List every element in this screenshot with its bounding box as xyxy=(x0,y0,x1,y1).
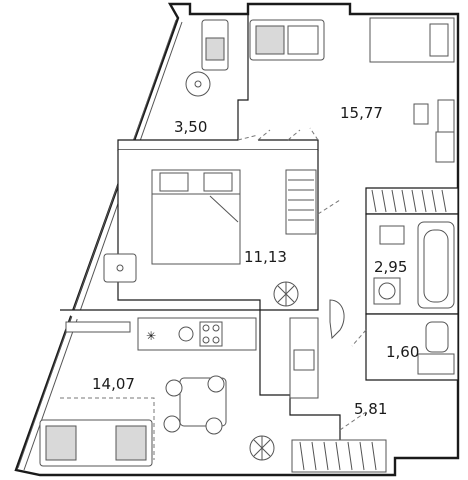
balcony-table-dot xyxy=(194,80,202,88)
entrance-door xyxy=(339,411,367,431)
washing-machine-drum xyxy=(378,282,396,300)
sofa-top-seat-right xyxy=(287,25,319,55)
dining-chair-bottom-left xyxy=(163,415,181,433)
bed-top-right-pillow xyxy=(429,23,449,57)
toilet-tank xyxy=(425,321,449,353)
sofa-top-seat-left xyxy=(255,25,285,55)
door-bedroom-large xyxy=(287,127,319,141)
bed-blanket-fold xyxy=(209,195,239,223)
radiator-hatch xyxy=(299,441,377,471)
storage-hatch xyxy=(371,189,447,213)
kitchen-column-box xyxy=(293,349,315,371)
rug xyxy=(60,397,155,460)
kitchen-hob xyxy=(199,321,223,347)
room-area-toilet: 1,60 xyxy=(386,343,419,361)
double-bed xyxy=(151,193,241,265)
living-plant-leaves xyxy=(253,436,271,460)
door-balcony xyxy=(237,129,271,141)
room-area-bathroom: 2,95 xyxy=(374,258,407,276)
hob-burner-1 xyxy=(202,324,210,332)
room-area-bedroom-large: 15,77 xyxy=(340,104,383,122)
radiator xyxy=(291,439,387,473)
tv-stand xyxy=(65,321,131,333)
desk-chair xyxy=(413,103,429,125)
dining-chair-top-right xyxy=(207,375,225,393)
fridge-icon: ✳ xyxy=(146,329,156,343)
hall-plant-leaves xyxy=(277,282,295,306)
nightstand-knob xyxy=(116,264,124,272)
toilet-base xyxy=(417,353,455,375)
wardrobe-top xyxy=(435,131,455,163)
balcony-chair-seat xyxy=(205,37,225,61)
hob-burner-4 xyxy=(212,336,220,344)
hob-burner-2 xyxy=(212,324,220,332)
room-area-bedroom: 11,13 xyxy=(244,248,287,266)
living-sofa-seat-right xyxy=(115,425,147,461)
door-bedroom xyxy=(317,199,341,215)
living-sofa-seat-left xyxy=(45,425,77,461)
balcony-wall xyxy=(117,14,319,151)
dining-chair-top xyxy=(165,379,183,397)
bed-pillow-right xyxy=(203,172,233,192)
door-toilet xyxy=(351,329,367,347)
bed-pillow-left xyxy=(159,172,189,192)
dining-chair-bottom-right xyxy=(205,417,223,435)
window-strip-left xyxy=(17,19,183,471)
decor-figure xyxy=(329,299,345,340)
room-area-balcony: 3,50 xyxy=(174,118,207,136)
kitchen-sink-bowl xyxy=(178,326,194,342)
room-area-hallway: 5,81 xyxy=(354,400,387,418)
hob-burner-3 xyxy=(202,336,210,344)
wardrobe-bedroom-hatch xyxy=(288,179,314,221)
room-area-kitchen-living: 14,07 xyxy=(92,375,135,393)
wardrobe-bedroom xyxy=(285,169,317,235)
kitchen-counter xyxy=(137,317,257,351)
bathtub-inner xyxy=(423,229,449,303)
sink-bathroom xyxy=(379,225,405,245)
